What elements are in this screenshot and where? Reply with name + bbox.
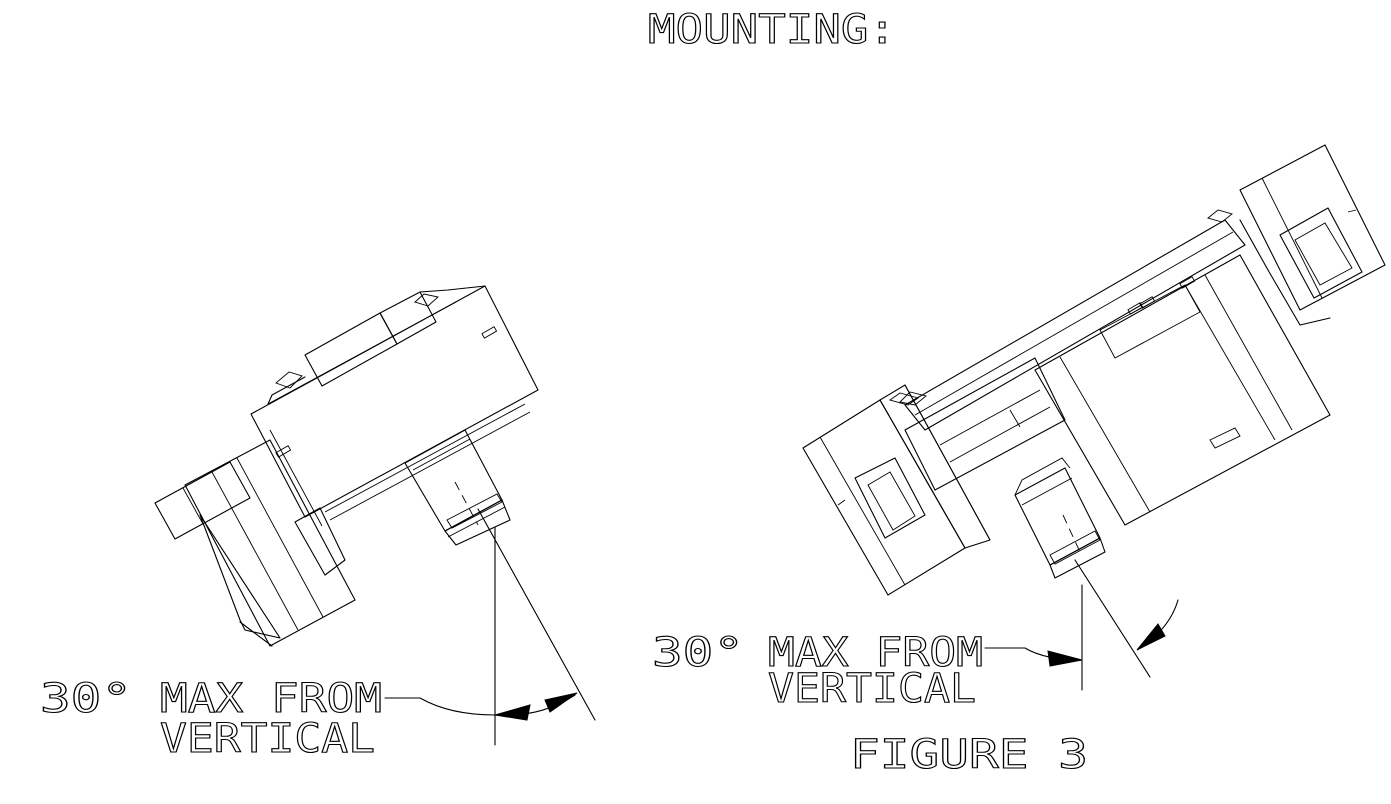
left-centerline <box>454 481 479 526</box>
right-arrow-head-b <box>1136 623 1166 651</box>
right-device <box>802 144 1386 596</box>
figure-label: FIGURE 3 <box>850 732 1088 778</box>
left-leader <box>384 697 496 716</box>
right-note-line1: MAX FROM <box>768 630 983 676</box>
left-angle-label: 30° <box>40 676 132 722</box>
left-note-line2: VERTICAL <box>160 716 375 762</box>
drawing-title: MOUNTING: <box>648 7 896 53</box>
right-note-line2: VERTICAL <box>768 666 976 712</box>
left-arrow-head-a <box>494 704 531 721</box>
left-arrow-head-b <box>544 692 578 713</box>
right-leader <box>984 647 1083 661</box>
left-note-line1: MAX FROM <box>160 676 382 722</box>
right-arrow-head-a <box>1047 650 1083 667</box>
left-device <box>154 285 539 647</box>
left-tilt-line <box>477 508 596 721</box>
right-centerline <box>1062 514 1081 553</box>
right-tilt-line <box>1074 559 1151 678</box>
right-angle-label: 30° <box>652 630 744 676</box>
